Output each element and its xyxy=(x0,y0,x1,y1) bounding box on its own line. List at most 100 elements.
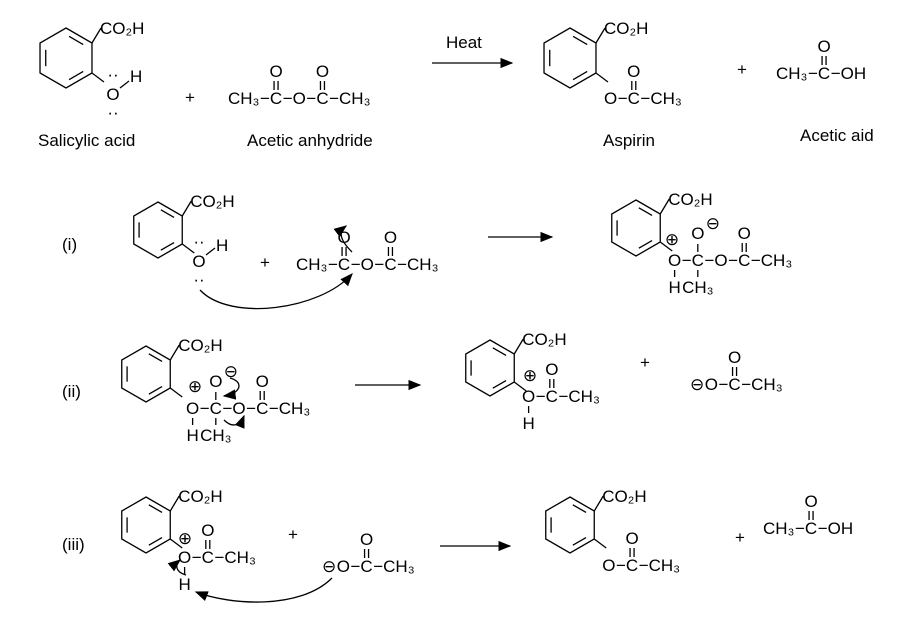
positive-charge: ⊕ xyxy=(665,230,679,249)
step-label-iii: (iii) xyxy=(62,535,85,554)
carboxylic-acid-group: CO₂H xyxy=(602,487,646,506)
atom-ch3: CH₃ xyxy=(407,255,438,274)
carbonyl-oxygen: O xyxy=(817,37,830,56)
atom-dash: − xyxy=(283,89,293,108)
ring-double-bond xyxy=(148,504,163,514)
ring-double-bond xyxy=(638,239,653,249)
carboxylic-acid-group: CO₂H xyxy=(178,487,222,506)
atom-ch3: CH₃ xyxy=(383,557,414,576)
atom-ch3: CH₃ xyxy=(761,251,792,270)
hydroxyl-hydrogen: H xyxy=(130,67,142,86)
atom-o: O xyxy=(602,556,615,575)
nucleophilic-attack-arrow xyxy=(199,273,353,310)
plus-sign: + xyxy=(737,60,747,79)
alkoxide-curved-arrow xyxy=(222,377,240,400)
step-label-i: (i) xyxy=(62,235,77,254)
benzene-ring xyxy=(611,199,661,257)
name-aspirin: Aspirin xyxy=(603,131,655,150)
bond-to-carboxyl xyxy=(513,338,524,355)
atom-dash: − xyxy=(329,89,339,108)
atom-dash: − xyxy=(616,556,626,575)
carbonyl-oxygen: O xyxy=(728,348,741,367)
atom-ch3: CH₃ xyxy=(279,399,310,418)
atom-c: C xyxy=(210,399,222,418)
plus-sign: + xyxy=(735,528,745,547)
ring-double-bond xyxy=(160,241,175,251)
ring-double-bond xyxy=(68,70,84,81)
bond-to-carboxyl xyxy=(91,27,102,44)
atom-dash: − xyxy=(260,89,270,108)
lone-pair: ·· xyxy=(107,65,118,84)
atom-c: C xyxy=(338,255,350,274)
atom-ch3: CH₃ xyxy=(339,89,370,108)
atom-c: C xyxy=(818,64,830,83)
atom-c: C xyxy=(270,89,282,108)
benzene-ring xyxy=(465,339,515,397)
carbonyl-oxygen: O xyxy=(691,224,704,243)
negative-charge: ⊖ xyxy=(224,362,238,381)
bond-to-carboxyl xyxy=(169,495,180,512)
atom-c: C xyxy=(692,251,704,270)
bond-to-oxygen xyxy=(659,241,673,252)
positive-charge: ⊕ xyxy=(188,377,202,396)
atom-dash: − xyxy=(350,557,360,576)
atom-dash: − xyxy=(718,375,728,394)
phenol-oxygen: O xyxy=(106,85,119,104)
phenol-oxygen: O xyxy=(192,252,205,271)
benzene-ring xyxy=(543,27,597,89)
bond-to-carboxyl xyxy=(659,198,670,215)
atom-dash: − xyxy=(306,89,316,108)
atom-dash: − xyxy=(640,89,650,108)
atom-dash: − xyxy=(373,557,383,576)
plus-sign: + xyxy=(288,525,298,544)
atom-dash: − xyxy=(682,251,692,270)
atom-dash: − xyxy=(192,548,202,567)
atom-o: O xyxy=(361,255,374,274)
atom-o: O xyxy=(232,399,245,418)
carboxylic-acid-group: CO₂H xyxy=(522,330,566,349)
atom-ch3: CH₃ xyxy=(763,519,794,538)
carboxylic-acid-group: CO₂H xyxy=(190,192,234,211)
carboxylic-acid-group: CO₂H xyxy=(604,19,648,38)
ring-double-bond xyxy=(572,536,587,546)
atom-dash: − xyxy=(246,399,256,418)
carbonyl-oxygen: O xyxy=(360,530,373,549)
atom-dash: − xyxy=(269,399,279,418)
carbonyl-oxygen: O xyxy=(209,372,222,391)
condition-heat-label: Heat xyxy=(446,33,482,52)
atom-ch3: CH₃ xyxy=(751,375,782,394)
bond-to-oxygen xyxy=(513,381,527,392)
leaving-group-arrow xyxy=(223,414,245,429)
carbonyl-oxygen: O xyxy=(627,62,640,81)
atom-dash: − xyxy=(704,251,714,270)
carboxylic-acid-group: CO₂H xyxy=(178,336,222,355)
bond-to-oxygen xyxy=(169,538,183,549)
benzene-ring xyxy=(121,345,171,403)
atom-c: C xyxy=(256,399,268,418)
bond-to-oxygen xyxy=(593,538,607,549)
carboxylic-acid-group: CO₂H xyxy=(100,19,144,38)
carbonyl-oxygen: O xyxy=(804,492,817,511)
atom-oh: OH xyxy=(841,64,867,83)
carbonyl-oxygen: O xyxy=(738,224,751,243)
negative-charge: ⊖ xyxy=(322,557,336,576)
ring-double-bond xyxy=(492,379,507,389)
proton-transfer-arrow xyxy=(167,559,187,576)
atom-dash: − xyxy=(831,64,841,83)
structures: CO₂HO····H+CH₃−CO−O−CO−CH₃CO₂HO−CO−CH₃+C… xyxy=(39,19,867,603)
o-h-bond xyxy=(205,247,216,256)
carbonyl-oxygen: O xyxy=(384,228,397,247)
plus-sign: + xyxy=(185,88,195,107)
hydroxyl-hydrogen: H xyxy=(216,236,228,255)
bond-to-carboxyl xyxy=(593,495,604,512)
atom-o: O xyxy=(604,89,617,108)
name-acetic-anhydride: Acetic anhydride xyxy=(247,131,373,150)
benzene-ring xyxy=(39,27,93,89)
atom-dash: − xyxy=(214,548,224,567)
atom-c: C xyxy=(546,387,558,406)
atom-ch3: CH₃ xyxy=(650,89,681,108)
carbonyl-oxygen: O xyxy=(269,62,282,81)
name-salicylic-acid: Salicylic acid xyxy=(38,131,135,150)
atom-c: C xyxy=(360,557,372,576)
